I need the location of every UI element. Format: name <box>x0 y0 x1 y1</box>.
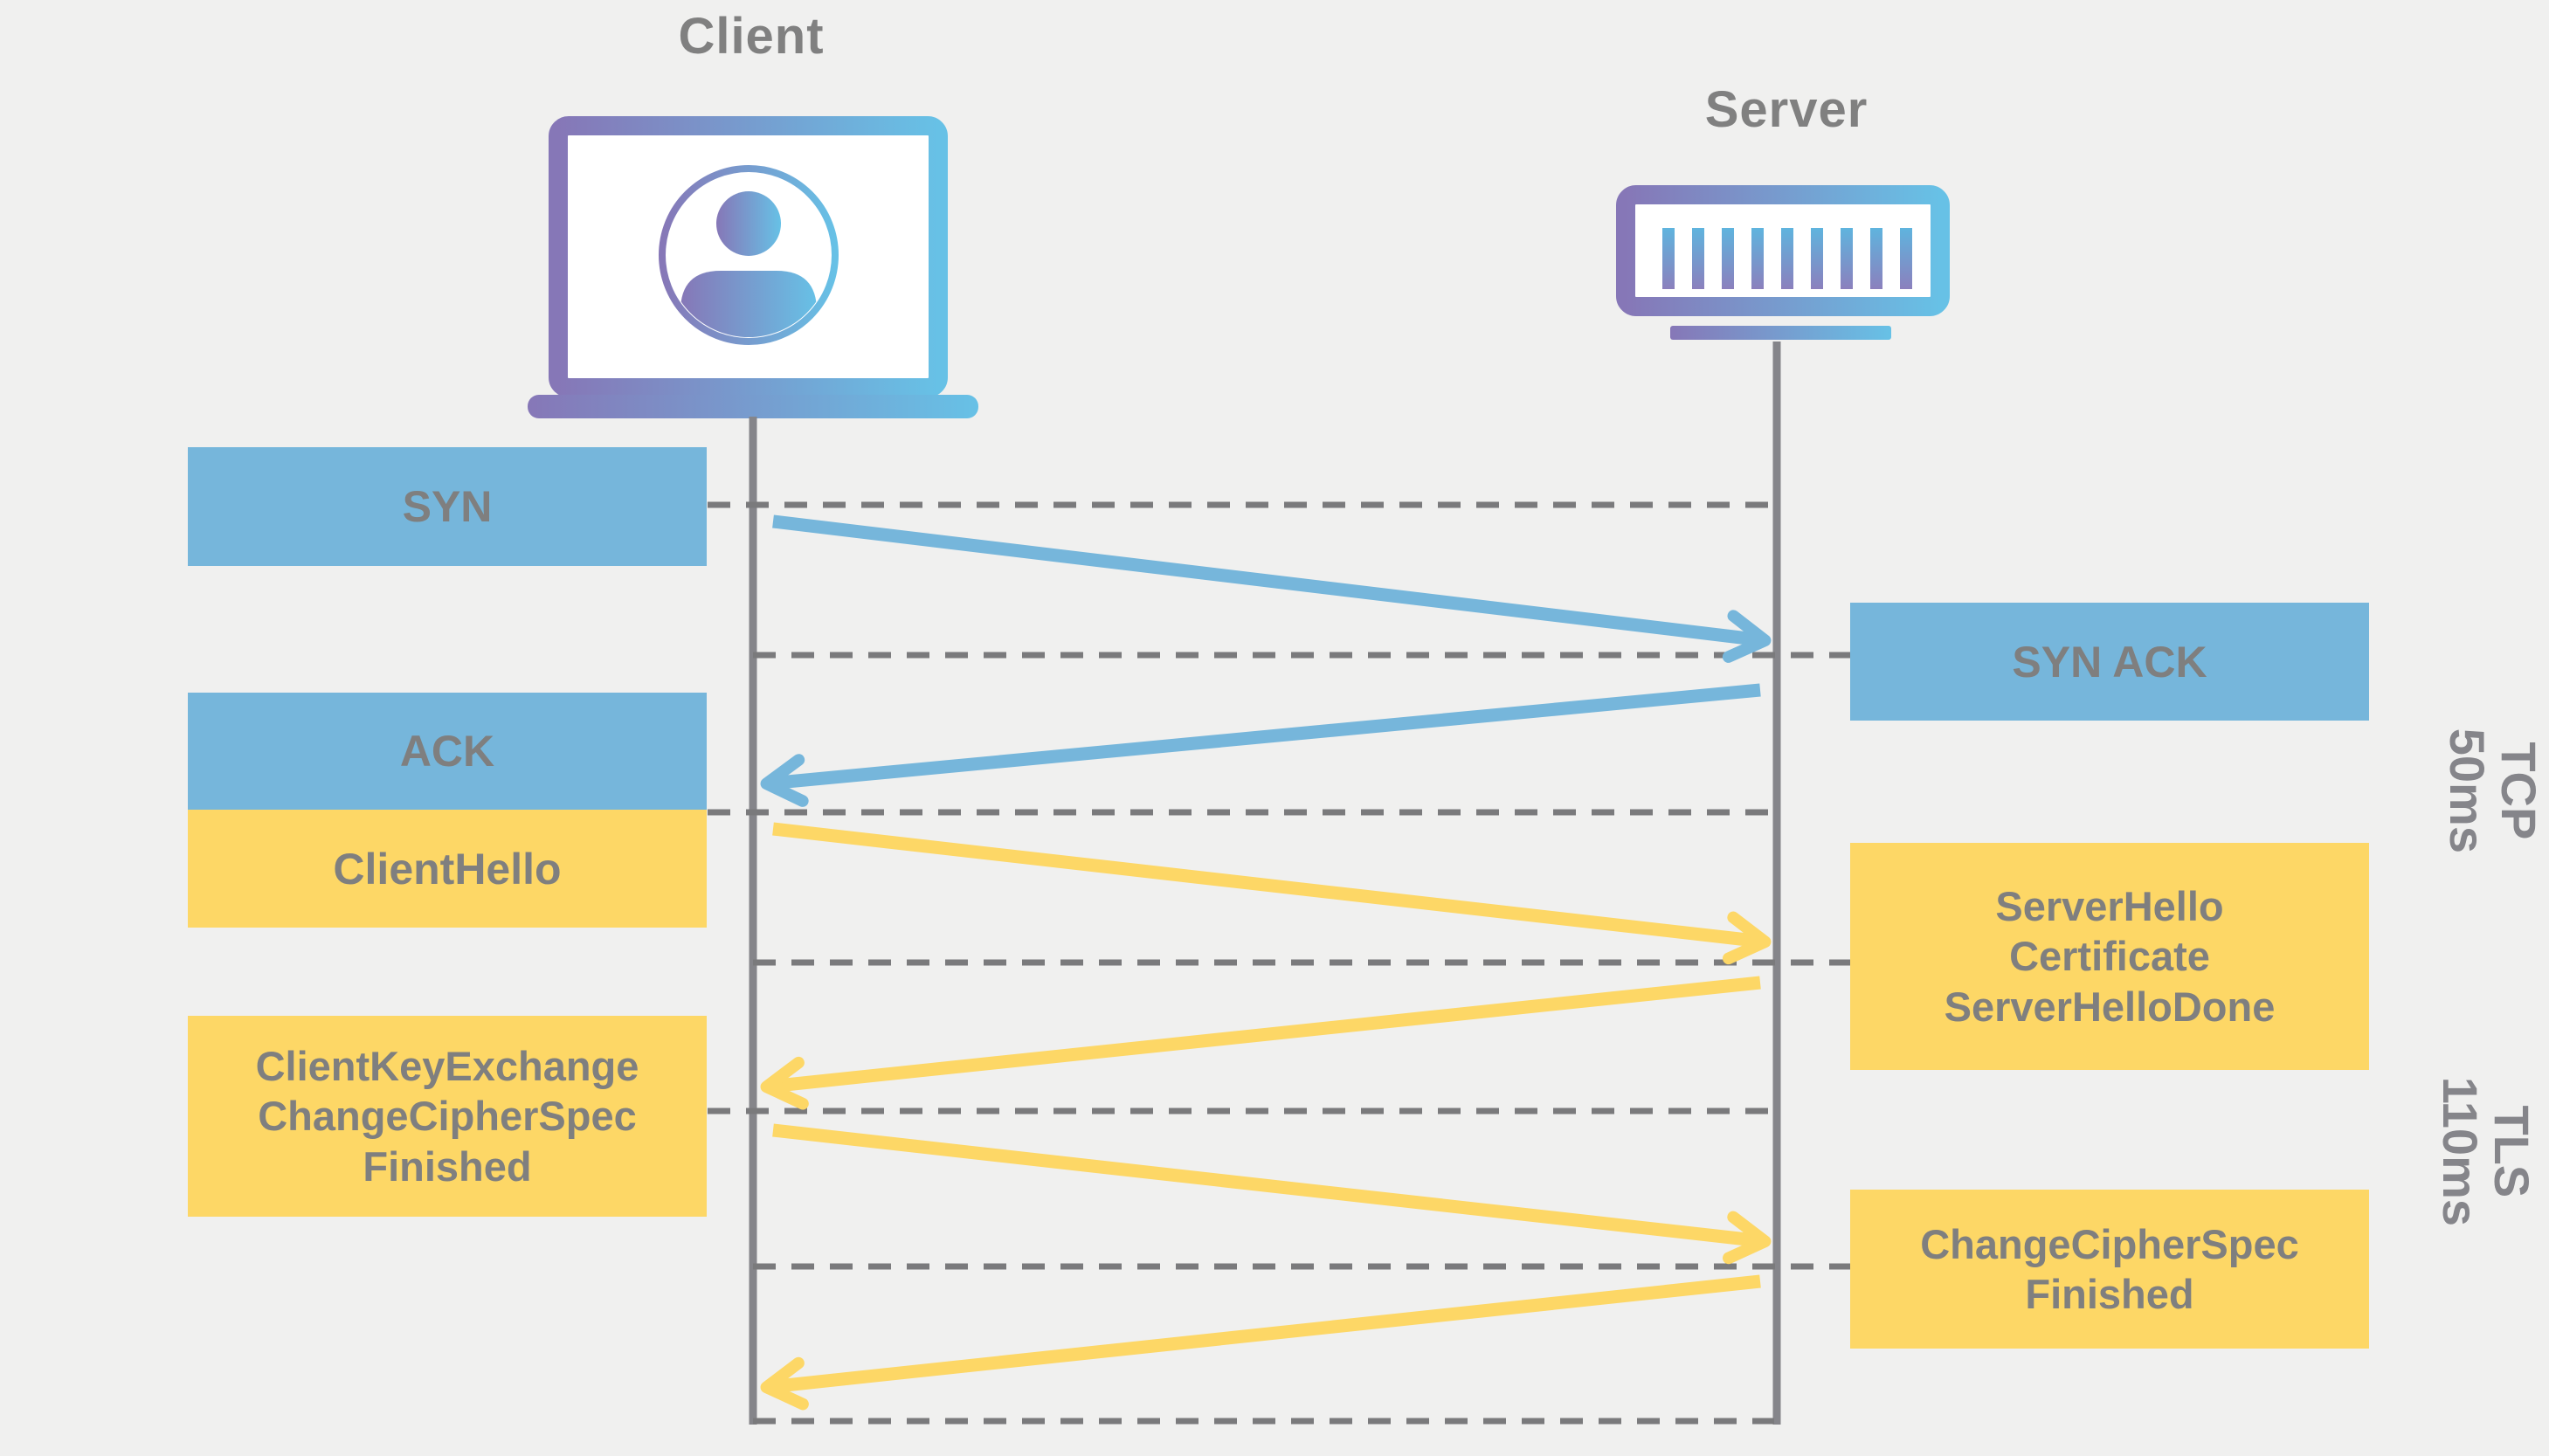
message-label: Certificate <box>2009 933 2210 980</box>
message-label: ClientHello <box>333 844 562 894</box>
phase-protocol: TCP <box>2491 741 2547 839</box>
server-title: Server <box>1704 81 1869 138</box>
arrow-server-hello <box>760 976 1761 1110</box>
arrow-syn <box>772 514 1772 663</box>
message-label: ServerHello <box>1995 883 2224 929</box>
message-box-syn: SYN <box>188 447 707 566</box>
message-box-ack: ACK <box>188 693 707 810</box>
laptop-user-icon <box>528 116 978 418</box>
phase-duration: 50ms <box>2439 728 2495 853</box>
arrow-change-cipher-spec <box>760 1274 1761 1411</box>
message-arrows <box>760 514 1772 1411</box>
message-label: ServerHelloDone <box>1944 983 2276 1030</box>
message-label: Finished <box>2025 1271 2194 1317</box>
server-led-bars <box>1662 228 1912 289</box>
message-box-syn-ack: SYN ACK <box>1850 603 2369 721</box>
message-label: SYN <box>402 482 493 531</box>
rack-server-icon <box>1616 185 1950 340</box>
phase-duration: 110ms <box>2433 1076 2488 1226</box>
message-label: ClientKeyExchange <box>255 1043 639 1089</box>
arrow-client-key-exchange <box>772 1123 1772 1265</box>
message-box-client-key-exchange: ClientKeyExchange ChangeCipherSpec Finis… <box>188 1016 707 1217</box>
message-label: SYN ACK <box>2012 637 2207 687</box>
message-label: ChangeCipherSpec <box>258 1093 637 1140</box>
phase-label-tcp: TCP 50ms <box>2362 659 2549 921</box>
arrow-client-hello <box>772 822 1772 965</box>
message-box-change-cipher-spec: ChangeCipherSpec Finished <box>1850 1190 2369 1349</box>
message-label: ACK <box>399 727 495 776</box>
message-box-client-hello: ClientHello <box>188 810 707 928</box>
client-title: Client <box>678 8 825 65</box>
phase-label-tls: TLS 110ms <box>2355 1020 2549 1282</box>
timing-dashed-lines <box>708 501 1850 1425</box>
message-box-server-hello: ServerHello Certificate ServerHelloDone <box>1850 843 2369 1070</box>
phase-protocol: TLS <box>2484 1105 2540 1197</box>
arrow-syn-ack <box>760 683 1761 807</box>
user-avatar-icon <box>659 165 839 345</box>
message-label: Finished <box>363 1142 532 1190</box>
message-label: ChangeCipherSpec <box>1920 1220 2299 1267</box>
